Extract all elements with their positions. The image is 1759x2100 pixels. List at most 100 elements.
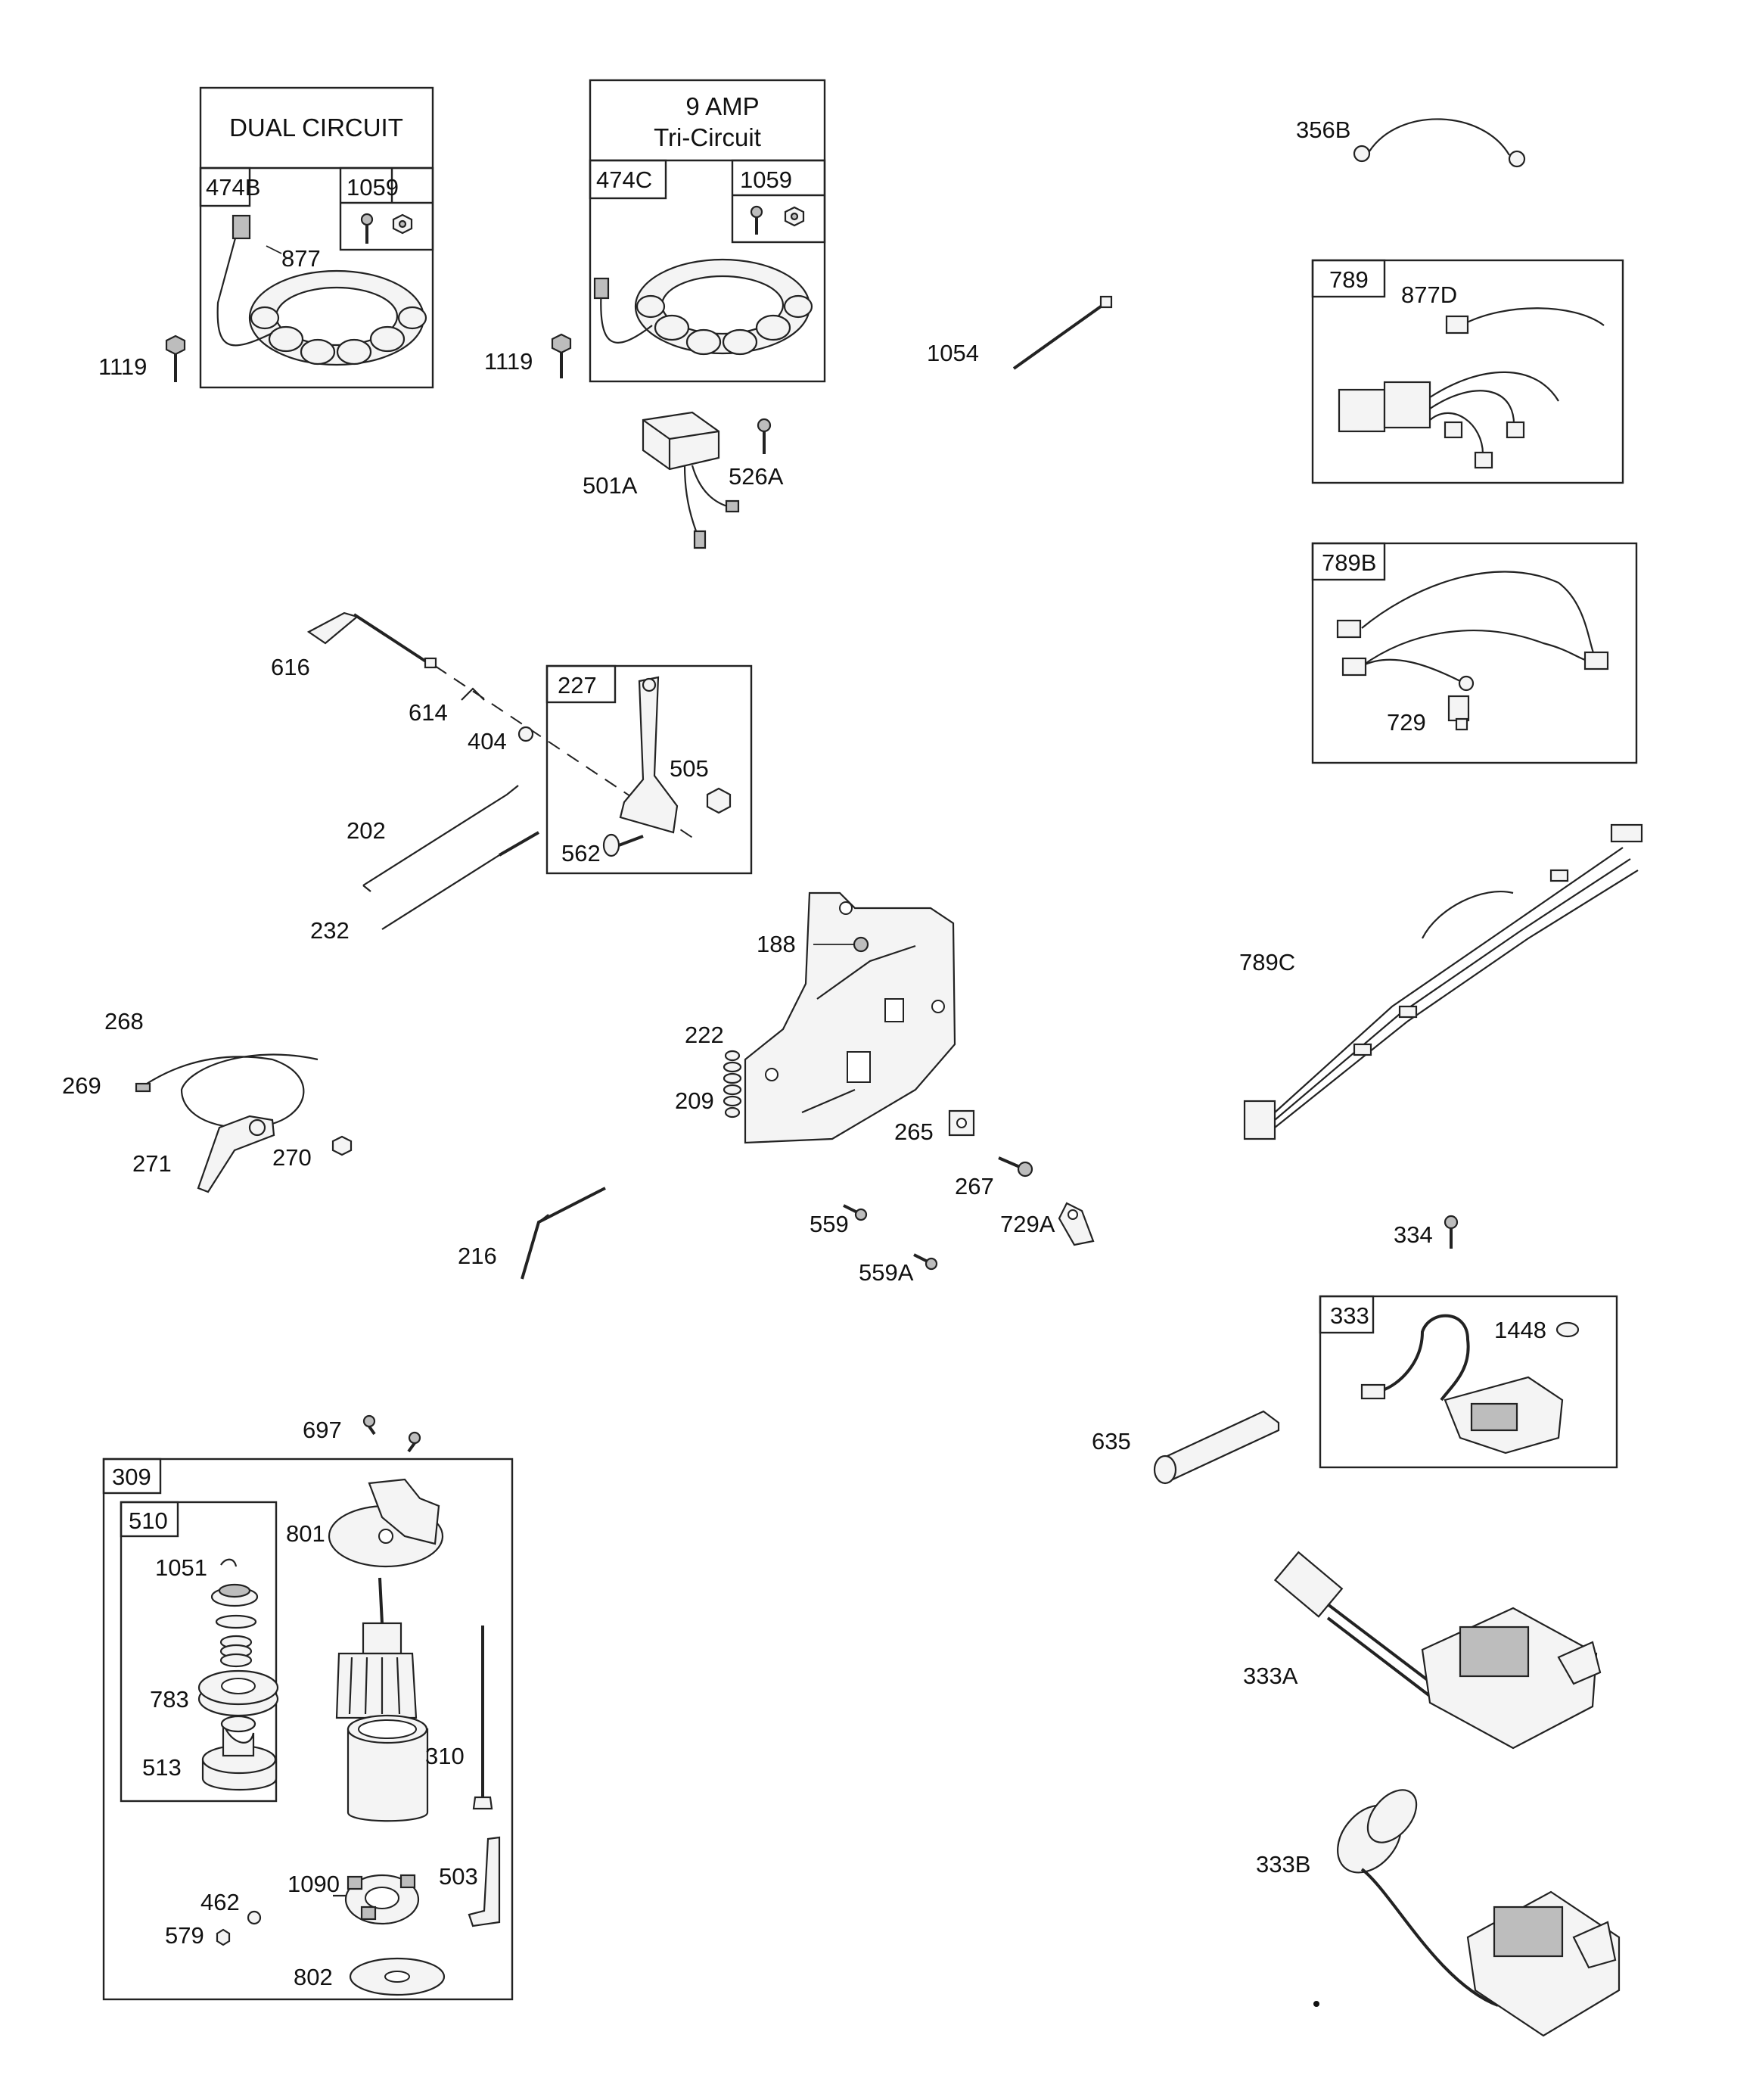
nut-579-icon [216, 1928, 231, 1946]
801-label: 801 [286, 1520, 325, 1547]
474b-label: 474B [206, 174, 260, 201]
729-label: 729 [1387, 709, 1426, 736]
333b-label: 333B [1256, 1851, 1310, 1878]
tri-circuit-title-2: Tri-Circuit [654, 123, 761, 151]
brush-holder-1090-icon [333, 1874, 420, 1925]
1054-label: 1054 [927, 340, 979, 366]
270-label: 270 [272, 1144, 312, 1171]
579-label: 579 [165, 1922, 204, 1949]
lever-616-icon [306, 611, 437, 669]
link-202-icon [362, 785, 519, 892]
bolt-1119-b-icon [551, 333, 572, 378]
265-label: 265 [894, 1118, 934, 1145]
stator-474c-icon [593, 258, 813, 356]
screw-188-icon [853, 936, 869, 953]
1090-label: 1090 [287, 1871, 340, 1897]
ignition-coil-333-icon [1360, 1314, 1564, 1454]
tri-circuit-title-1: 9 AMP [685, 92, 759, 120]
1119-label-a: 1119 [98, 353, 147, 380]
209-label: 209 [675, 1087, 714, 1114]
nut-505-icon [706, 787, 732, 814]
box-309 [102, 1458, 514, 2001]
clip-265-icon [948, 1109, 975, 1137]
box-789-group: 789 877D [1311, 259, 1624, 484]
end-cap-801-icon [328, 1478, 444, 1568]
267-label: 267 [955, 1173, 994, 1199]
box-227-group: 227 505 562 [545, 664, 753, 875]
ground-wire-356b-icon [1353, 118, 1526, 168]
screw-526a-icon [757, 418, 772, 454]
789b-label: 789B [1322, 549, 1376, 576]
503-label: 503 [439, 1863, 478, 1890]
screw-559-icon [843, 1204, 868, 1221]
link-216-icon [521, 1187, 606, 1280]
dual-circuit-group: DUAL CIRCUIT 474B 1059 87 [199, 86, 434, 389]
697-label: 697 [303, 1417, 342, 1443]
268-label: 268 [104, 1008, 144, 1034]
1059-label: 1059 [347, 174, 399, 201]
ignition-coil-333b-icon [1337, 1789, 1621, 2037]
222-label: 222 [685, 1022, 724, 1048]
end-plate-802-icon [349, 1957, 446, 1996]
614-label: 614 [409, 699, 448, 726]
789c-label: 789C [1239, 949, 1295, 975]
bracket-503-icon [468, 1836, 501, 1927]
271-label: 271 [132, 1150, 172, 1177]
box-309-group: 309 510 1051 783 513 [102, 1458, 514, 2001]
510-label: 510 [129, 1507, 168, 1534]
nut-270-icon [331, 1135, 353, 1156]
877-label: 877 [281, 245, 321, 272]
309-label: 309 [112, 1464, 151, 1490]
1051-label: 1051 [155, 1554, 207, 1581]
789-label: 789 [1329, 266, 1369, 293]
spring-link-232-icon [381, 831, 539, 930]
562-label: 562 [561, 840, 601, 866]
404-label: 404 [468, 728, 507, 754]
washer-icon [215, 1614, 257, 1629]
1059-hardware-box [339, 166, 434, 251]
tri-circuit-group: 9 AMP Tri-Circuit 474C 1059 [589, 79, 826, 383]
screw-icon-b [750, 205, 763, 235]
pinion-gear-783-icon [197, 1669, 279, 1717]
nut-icon-b [784, 206, 805, 227]
housing-310-icon [347, 1714, 429, 1822]
drive-513-icon [201, 1715, 278, 1791]
armature-icon [335, 1577, 418, 1738]
control-bracket-222-icon [744, 891, 956, 1144]
462-label: 462 [200, 1889, 240, 1915]
washer-404-icon [517, 726, 534, 742]
through-bolt-icon [472, 1626, 493, 1810]
202-label: 202 [347, 817, 386, 844]
1448-label: 1448 [1494, 1317, 1546, 1343]
box-333 [1319, 1295, 1618, 1469]
333a-label: 333A [1243, 1663, 1298, 1689]
227-label: 227 [558, 672, 597, 698]
screws-697-icon [362, 1414, 421, 1453]
screw-559a-icon [913, 1253, 938, 1271]
wire-harness-789b-icon [1336, 571, 1609, 731]
1119-label-b: 1119 [484, 348, 533, 375]
box-789b-group: 789B 729 [1311, 542, 1638, 764]
526a-label: 526A [729, 463, 784, 490]
232-label: 232 [310, 917, 350, 944]
1059-hardware-box-b [731, 159, 826, 244]
choke-lever-271-icon [197, 1115, 275, 1193]
616-label: 616 [271, 654, 310, 680]
356b-label: 356B [1296, 117, 1350, 143]
501a-label: 501A [583, 472, 638, 499]
474c-label-box [589, 159, 667, 200]
dual-circuit-title: DUAL CIRCUIT [229, 114, 403, 142]
throttle-lever-227-icon [619, 676, 679, 834]
474b-label-box [199, 166, 251, 207]
box-789 [1311, 259, 1624, 484]
wire-harness-789-icon [1338, 307, 1605, 469]
washer-1448-icon [1555, 1321, 1580, 1338]
rectifier-501a-icon [642, 411, 740, 549]
screw-562-icon [602, 833, 644, 857]
cable-tie-1054-icon [1012, 295, 1113, 370]
513-label: 513 [142, 1754, 182, 1781]
334-label: 334 [1394, 1221, 1433, 1248]
802-label: 802 [294, 1964, 333, 1990]
washer-462-icon [247, 1910, 262, 1925]
